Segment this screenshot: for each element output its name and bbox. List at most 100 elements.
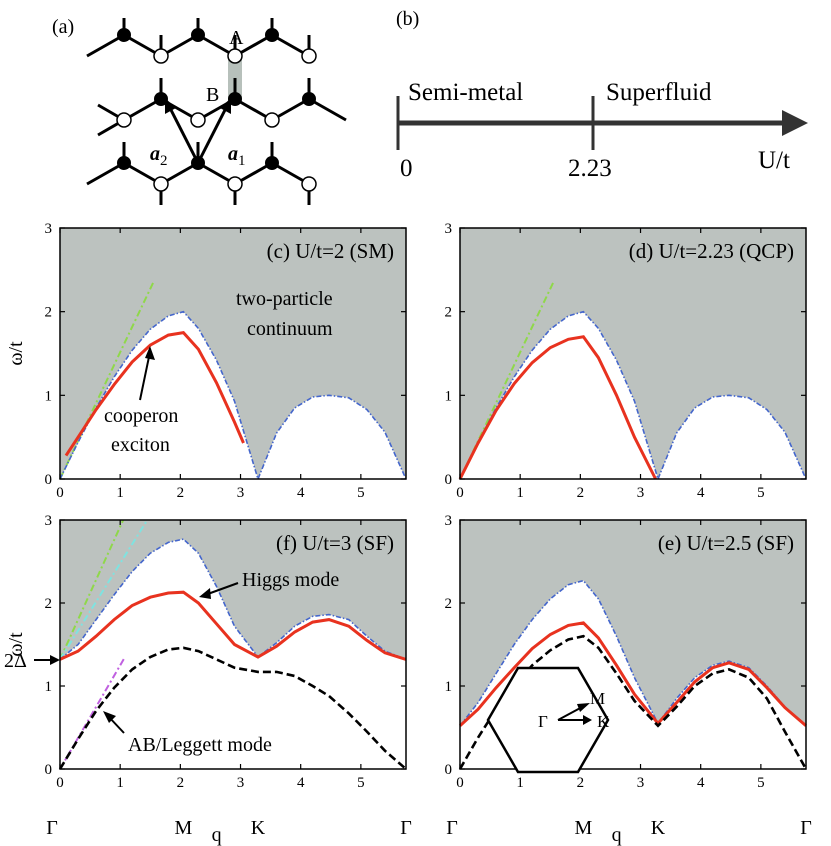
vector-a1	[196, 107, 228, 164]
continuum-label-line2: continuum	[247, 318, 333, 340]
y-tick-label: 0	[45, 762, 53, 778]
lattice-site-a	[265, 28, 279, 42]
continuum-edge-line	[59, 538, 407, 661]
y-tick-label: 1	[45, 388, 53, 404]
y-axis-label: ω/t	[5, 632, 27, 657]
x-tick-label: 5	[757, 775, 765, 791]
lattice-site-a	[117, 156, 131, 170]
x-tick-label: 4	[297, 485, 305, 501]
lattice-site-b	[116, 112, 132, 128]
y-tick-label: 3	[445, 221, 453, 237]
lattice-site-a	[191, 28, 205, 42]
x-tick-label: 0	[56, 775, 64, 791]
lattice-site-b	[301, 48, 317, 64]
unit-cell-highlight	[228, 56, 242, 99]
cooperon-arrow-icon	[145, 346, 155, 360]
phase-axis-label: U/t	[758, 147, 790, 174]
phase-axis	[396, 96, 808, 150]
mode-label-exciton: exciton	[111, 434, 170, 456]
continuum-region	[460, 520, 806, 726]
continuum-edge-line	[459, 579, 807, 727]
higgs-arrow-icon	[199, 588, 211, 599]
leggett-mode-label: AB/Leggett mode	[128, 734, 272, 756]
y-tick-label: 0	[445, 472, 453, 488]
panel-title: (e) U/t=2.5 (SF)	[658, 531, 794, 555]
continuum-region	[460, 228, 806, 479]
y-tick-label: 3	[445, 513, 453, 529]
axis-arrow-icon	[782, 110, 808, 136]
x-tick-label: 5	[357, 775, 365, 791]
plot-frame	[59, 519, 407, 770]
lattice-site-b	[153, 48, 169, 64]
x-tick-label: 1	[516, 775, 524, 791]
panel-a-label: (a)	[52, 16, 74, 38]
symmetry-point-label: M	[574, 817, 592, 839]
y-tick-label: 2	[445, 305, 453, 321]
x-tick-label: 1	[116, 485, 124, 501]
x-axis-label: q	[212, 824, 222, 846]
lattice-bond	[308, 97, 347, 122]
vector-a1-arrow-icon	[220, 98, 231, 114]
honeycomb-lattice	[86, 18, 347, 205]
y-tick-label: 1	[445, 679, 453, 695]
y-tick-label: 1	[445, 388, 453, 404]
vector-a2-arrow-icon	[165, 98, 176, 114]
lattice-site-b	[264, 112, 280, 128]
symmetry-point-label: K	[651, 817, 666, 839]
x-tick-label: 4	[697, 775, 705, 791]
y-tick-label: 1	[45, 679, 53, 695]
x-tick-label: 0	[56, 485, 64, 501]
lattice-site-a	[228, 92, 242, 106]
brillouin-zone-hexagon	[486, 666, 610, 774]
vector-a2-label: a2	[150, 143, 168, 169]
y-tick-label: 3	[45, 513, 53, 529]
x-tick-label: 3	[237, 485, 245, 501]
leggett-mode-line	[58, 646, 407, 770]
x-tick-label: 5	[357, 485, 365, 501]
x-tick-label: 3	[637, 485, 645, 501]
y-tick-label: 2	[45, 596, 53, 612]
continuum-edge-line	[459, 310, 807, 482]
bz-arrow-m-icon	[577, 703, 590, 712]
x-tick-label: 4	[297, 775, 305, 791]
panel-b-label: (b)	[396, 8, 419, 30]
mode-line	[458, 335, 657, 480]
symmetry-point-label: Γ	[446, 817, 458, 839]
bz-gamma-label: Γ	[538, 712, 548, 731]
mode-line	[64, 330, 245, 457]
x-tick-label: 2	[577, 485, 585, 501]
mode-label-cooperon: cooperon	[104, 405, 178, 427]
higgs-arrow	[204, 582, 239, 596]
bz-arrow-k-icon	[583, 715, 592, 725]
symmetry-point-label: Γ	[46, 817, 58, 839]
lattice-site-b	[153, 176, 169, 192]
phase-tick-left-label: 0	[400, 155, 413, 182]
x-tick-label: 4	[697, 485, 705, 501]
plot-frame	[459, 227, 807, 480]
vector-a2	[168, 107, 200, 164]
lattice-bond	[86, 33, 125, 58]
x-tick-label: 1	[116, 775, 124, 791]
y-tick-label: 2	[445, 596, 453, 612]
panel-title: (d) U/t=2.23 (QCP)	[629, 239, 794, 263]
x-tick-label: 2	[177, 485, 185, 501]
y-tick-label: 3	[45, 221, 53, 237]
symmetry-point-label: Γ	[400, 817, 412, 839]
lattice-site-a	[154, 92, 168, 106]
site-a-label: A	[229, 27, 244, 49]
y-tick-label: 0	[445, 762, 453, 778]
gap-arrow-icon	[50, 655, 60, 665]
x-tick-label: 2	[577, 775, 585, 791]
lattice-bond	[86, 161, 125, 186]
x-axis-label: q	[612, 824, 622, 846]
tangent-line-tangent2	[59, 519, 149, 660]
higgs-mode-line	[458, 621, 807, 727]
continuum-region	[60, 520, 406, 660]
tangent-line-tangent3	[59, 656, 126, 770]
x-tick-label: 1	[516, 485, 524, 501]
tangent-line-tangent1	[59, 519, 125, 660]
